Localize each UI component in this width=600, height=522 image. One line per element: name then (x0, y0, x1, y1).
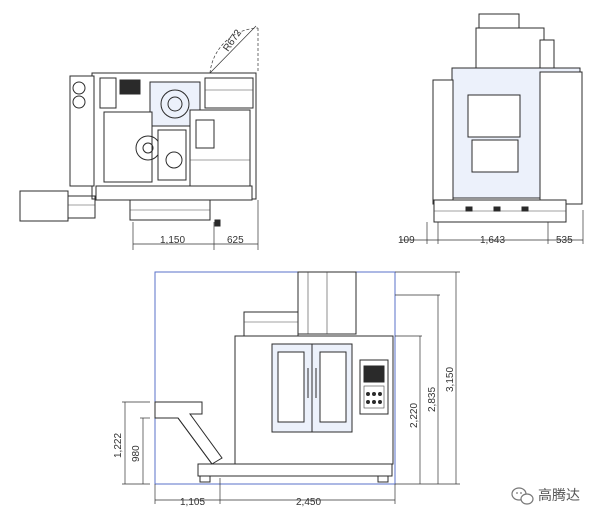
dim-980: 980 (131, 445, 142, 462)
dim-625: 625 (227, 235, 244, 246)
dim-109: 109 (398, 235, 415, 246)
radius-label: R672 (221, 27, 244, 53)
front-view: 1,105 2,450 1,222 980 2,220 2,835 3,150 (113, 271, 460, 508)
dim-1643: 1,643 (480, 235, 505, 246)
chip-conveyor (19, 190, 69, 222)
side-panel-right (539, 71, 583, 205)
top-view: R672 1,150 625 (19, 25, 259, 250)
tool-disc-2 (72, 95, 86, 109)
dim-535: 535 (556, 235, 573, 246)
side-panel-left (432, 79, 454, 205)
side-window (467, 94, 521, 138)
chip-conveyor-front (154, 401, 223, 465)
dim-1222: 1,222 (113, 433, 124, 458)
dim-2450: 2,450 (296, 497, 321, 508)
side-view: 109 1,643 535 (398, 13, 584, 246)
dim-1105: 1,105 (180, 497, 205, 508)
radius-line (209, 25, 257, 74)
tool-disc-1 (72, 81, 86, 95)
front-base (197, 463, 393, 477)
dim-3150: 3,150 (445, 367, 456, 392)
dim-1150: 1,150 (160, 235, 185, 246)
wechat-icon (511, 487, 534, 505)
watermark: 高腾达 (511, 487, 580, 505)
control-screen (363, 365, 385, 383)
envelope-outline (154, 271, 396, 485)
tool-magazine-body (69, 75, 95, 187)
watermark-text: 高腾达 (538, 487, 580, 504)
work-area (103, 111, 153, 183)
door-swing-arc (209, 27, 259, 74)
dim-2220: 2,220 (409, 403, 420, 428)
control-panel-screen (119, 79, 141, 95)
column-head (475, 27, 545, 69)
dim-2835: 2,835 (427, 387, 438, 412)
